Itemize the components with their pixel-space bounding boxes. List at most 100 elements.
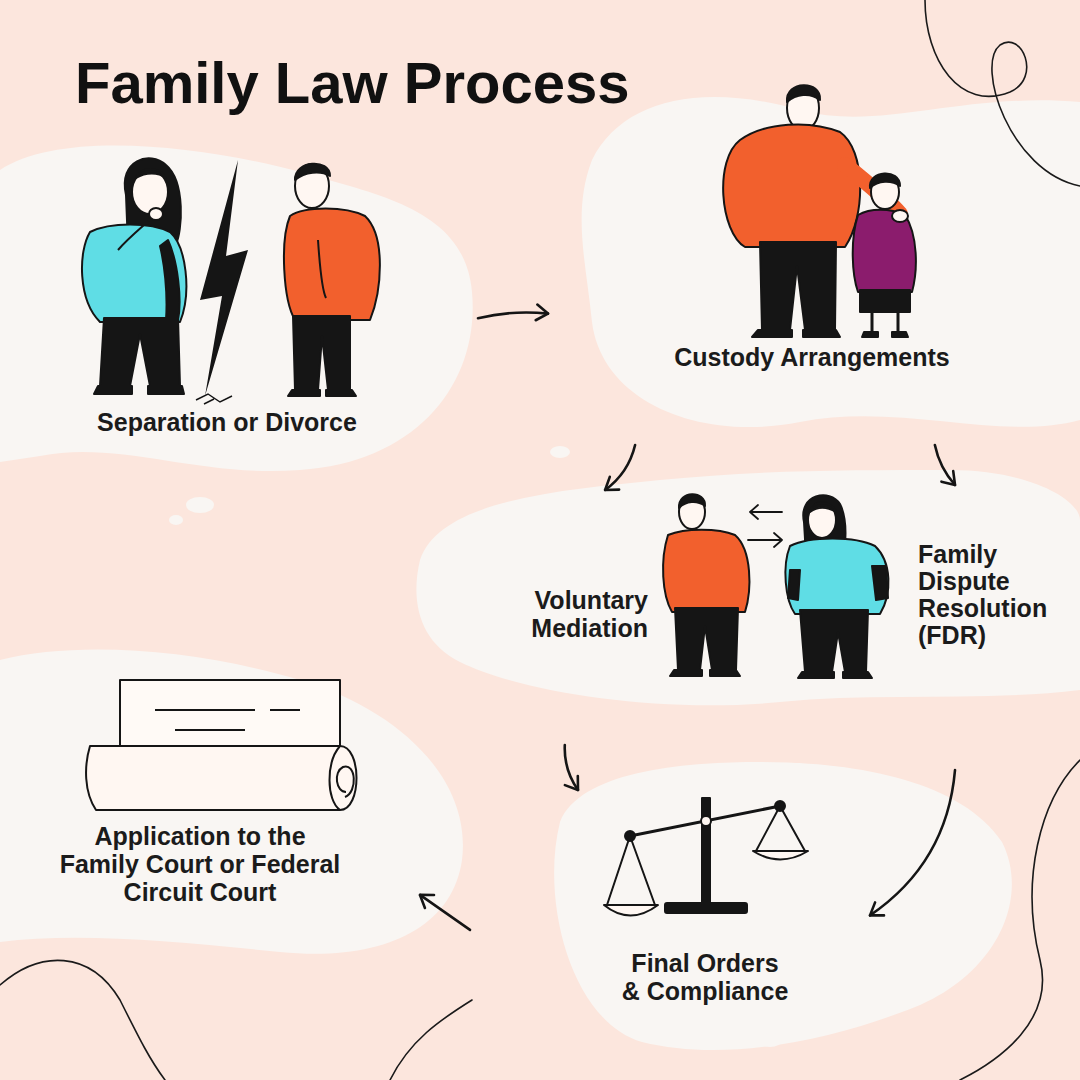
man-figure xyxy=(284,164,380,396)
arm xyxy=(318,240,326,298)
beam xyxy=(630,806,780,836)
lightning-bolt xyxy=(200,160,248,396)
torso xyxy=(723,124,860,247)
squiggle xyxy=(960,760,1080,1080)
arrow-head xyxy=(565,776,578,790)
arrow-shaft xyxy=(420,895,470,930)
torso xyxy=(284,209,380,321)
pan xyxy=(604,905,658,916)
stage-label: Custody Arrangements xyxy=(652,343,972,371)
pan-strings xyxy=(756,806,805,851)
diagram-title: Family Law Process xyxy=(75,54,629,112)
hair xyxy=(679,494,705,508)
shoes xyxy=(752,330,840,337)
hair xyxy=(810,503,836,512)
ground-crack xyxy=(196,394,232,404)
arrow-head xyxy=(941,471,955,485)
process-stage: Custody Arrangements xyxy=(548,80,975,445)
scales-of-justice xyxy=(604,798,808,916)
hair xyxy=(787,85,820,102)
woman-figure xyxy=(785,495,888,678)
flow-arrow xyxy=(565,745,578,790)
arrow-head xyxy=(420,895,434,908)
blob xyxy=(554,762,1012,1050)
pants xyxy=(760,242,836,330)
hand xyxy=(149,208,163,220)
shoes xyxy=(862,332,908,337)
blob xyxy=(416,470,1080,705)
process-stage: Separation or Divorce xyxy=(60,150,478,445)
flow-arrow xyxy=(478,305,548,321)
arrow-head xyxy=(536,305,548,321)
shorts xyxy=(860,290,910,312)
flow-arrow xyxy=(605,445,635,490)
pan-strings xyxy=(607,836,655,905)
stage-label: Application to the Family Court or Feder… xyxy=(55,822,345,906)
blob xyxy=(0,145,473,471)
head xyxy=(679,495,705,529)
shoes xyxy=(798,672,872,678)
arrow-left xyxy=(750,505,782,519)
arrow-shaft xyxy=(478,312,548,318)
dot xyxy=(169,515,183,525)
shoes xyxy=(670,670,740,676)
process-stage: Family Dispute Resolution (FDR) xyxy=(770,485,1060,770)
dot xyxy=(550,446,570,458)
roll-edge xyxy=(330,746,341,810)
head xyxy=(808,502,836,538)
roll-spiral xyxy=(337,766,354,797)
stage-label: Final Orders & Compliance xyxy=(621,949,790,1005)
torso xyxy=(663,530,749,612)
pan xyxy=(753,851,808,860)
torso xyxy=(785,539,888,615)
pivot xyxy=(701,816,711,826)
arm xyxy=(845,165,900,214)
document-scroll xyxy=(86,680,356,810)
arrow-right xyxy=(748,533,782,547)
squiggle xyxy=(390,1000,472,1080)
head xyxy=(132,170,168,214)
pants xyxy=(800,610,868,672)
stage-label: Separation or Divorce xyxy=(62,408,392,436)
dot xyxy=(758,1033,782,1047)
shoes xyxy=(288,390,356,396)
shirt xyxy=(853,210,916,292)
legs xyxy=(872,312,898,332)
dot xyxy=(186,497,214,513)
shading xyxy=(160,240,180,320)
hair xyxy=(870,173,900,188)
squiggle xyxy=(925,0,1080,186)
hair xyxy=(136,169,166,178)
blob xyxy=(0,650,463,954)
process-stage: Voluntary Mediation xyxy=(505,490,765,745)
head xyxy=(295,164,329,208)
arm xyxy=(118,214,156,250)
conversation-arrows xyxy=(748,505,782,547)
flow-arrow xyxy=(870,770,955,915)
hair xyxy=(295,164,330,180)
flow-arrow xyxy=(420,895,470,930)
arrow-shaft xyxy=(935,445,955,485)
pants xyxy=(293,316,350,390)
sleeve-bands xyxy=(788,566,888,600)
process-stage: Final Orders & Compliance xyxy=(470,790,870,1010)
roll xyxy=(86,746,356,810)
arrow-head xyxy=(605,477,619,490)
text-lines xyxy=(155,710,300,750)
arrow-shaft xyxy=(605,445,635,490)
pole xyxy=(702,798,710,906)
process-stage: Application to the Family Court or Feder… xyxy=(40,665,420,905)
base xyxy=(665,903,747,913)
arrow-head xyxy=(870,902,884,915)
flow-arrow xyxy=(935,445,955,485)
stage-label: Voluntary Mediation xyxy=(513,586,648,642)
torso xyxy=(82,225,186,323)
stage-label: Family Dispute Resolution (FDR) xyxy=(918,541,1058,649)
woman-figure xyxy=(82,158,186,394)
pants xyxy=(675,608,738,670)
